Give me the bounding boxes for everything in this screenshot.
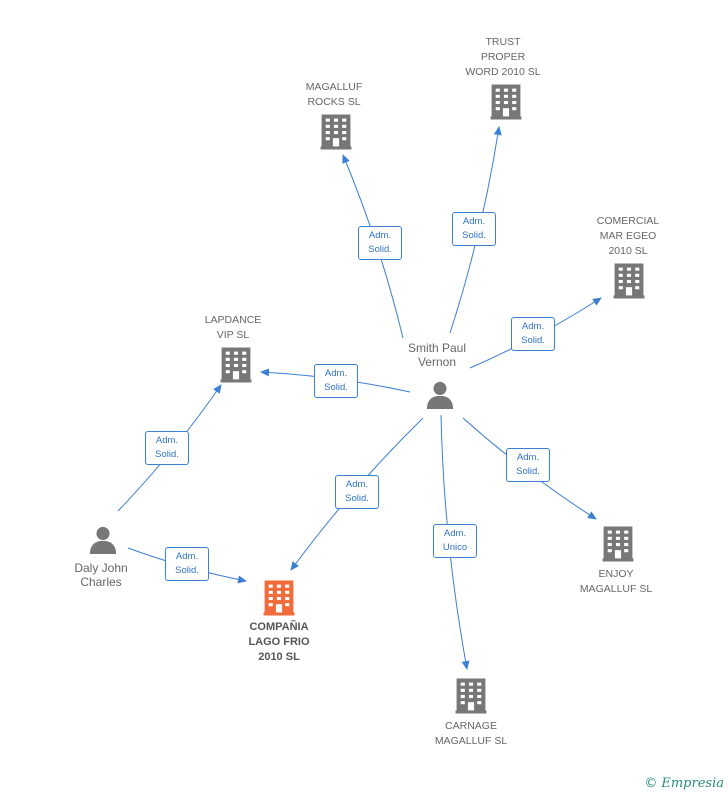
- building-icon-magalluf_rocks[interactable]: [320, 114, 352, 150]
- building-icon-comercial_mar[interactable]: [613, 263, 645, 299]
- building-icon-lapdance[interactable]: [220, 347, 252, 383]
- node-label-enjoy[interactable]: ENJOY MAGALLUF SL: [579, 568, 653, 595]
- node-label-compania[interactable]: COMPAÑIA LAGO FRIO 2010 SL: [248, 621, 310, 663]
- role-badge-line1: Adm.: [345, 479, 369, 490]
- role-badge-daly-lapdance[interactable]: Adm. Solid.: [145, 431, 189, 465]
- role-badge-line2: Solid.: [462, 230, 486, 241]
- role-badge-line2: Solid.: [175, 565, 199, 576]
- role-badge-line2: Solid.: [155, 449, 179, 460]
- role-badge-smith-lapdance[interactable]: Adm. Solid.: [314, 364, 358, 398]
- brand-logo: Empresia: [661, 776, 724, 791]
- building-icon-carnage[interactable]: [455, 678, 487, 714]
- role-badge-line2: Solid.: [368, 244, 392, 255]
- role-badge-line2: Solid.: [521, 335, 545, 346]
- role-badge-line1: Adm.: [368, 230, 392, 241]
- brand-footer[interactable]: ©Empresia: [644, 776, 724, 791]
- edges-layer: [117, 126, 602, 670]
- building-icon-enjoy[interactable]: [602, 526, 634, 562]
- role-badge-smith-trust_proper[interactable]: Adm. Solid.: [452, 212, 496, 246]
- role-badge-line2: Solid.: [516, 466, 540, 477]
- person-icon-daly[interactable]: [89, 526, 117, 554]
- role-badge-line1: Adm.: [462, 216, 486, 227]
- role-badge-line1: Adm.: [324, 368, 348, 379]
- role-badge-smith-magalluf_rocks[interactable]: Adm. Solid.: [358, 226, 402, 260]
- person-icon-smith[interactable]: [426, 381, 454, 409]
- role-badge-smith-enjoy[interactable]: Adm. Solid.: [506, 448, 550, 482]
- role-badge-smith-comercial_mar[interactable]: Adm. Solid.: [511, 317, 555, 351]
- node-label-carnage[interactable]: CARNAGE MAGALLUF SL: [434, 720, 508, 747]
- role-badge-line1: Adm.: [175, 551, 199, 562]
- role-badge-smith-compania[interactable]: Adm. Solid.: [335, 475, 379, 509]
- role-badge-smith-carnage[interactable]: Adm. Unico: [433, 524, 477, 558]
- role-badge-line1: Adm.: [516, 452, 540, 463]
- role-badge-line1: Adm.: [521, 321, 545, 332]
- node-label-lapdance[interactable]: LAPDANCE VIP SL: [204, 314, 262, 341]
- node-label-magalluf_rocks[interactable]: MAGALLUF ROCKS SL: [305, 81, 363, 108]
- node-label-daly[interactable]: Daly John Charles: [74, 561, 128, 589]
- node-label-smith[interactable]: Smith Paul Vernon: [407, 341, 467, 369]
- building-icon-compania[interactable]: [263, 580, 295, 616]
- role-badge-line1: Adm.: [155, 435, 179, 446]
- role-badge-line2: Solid.: [345, 493, 369, 504]
- building-icon-trust_proper[interactable]: [490, 84, 522, 120]
- role-badge-line2: Unico: [442, 542, 468, 553]
- nodes-layer: [89, 84, 645, 714]
- role-badge-daly-compania[interactable]: Adm. Solid.: [165, 547, 209, 581]
- node-label-trust_proper[interactable]: TRUST PROPER WORD 2010 SL: [465, 36, 541, 78]
- copyright-icon: ©: [644, 776, 658, 791]
- role-badge-line2: Solid.: [324, 382, 348, 393]
- role-badge-line1: Adm.: [443, 528, 467, 539]
- node-label-comercial_mar[interactable]: COMERCIAL MAR EGEO 2010 SL: [596, 215, 660, 257]
